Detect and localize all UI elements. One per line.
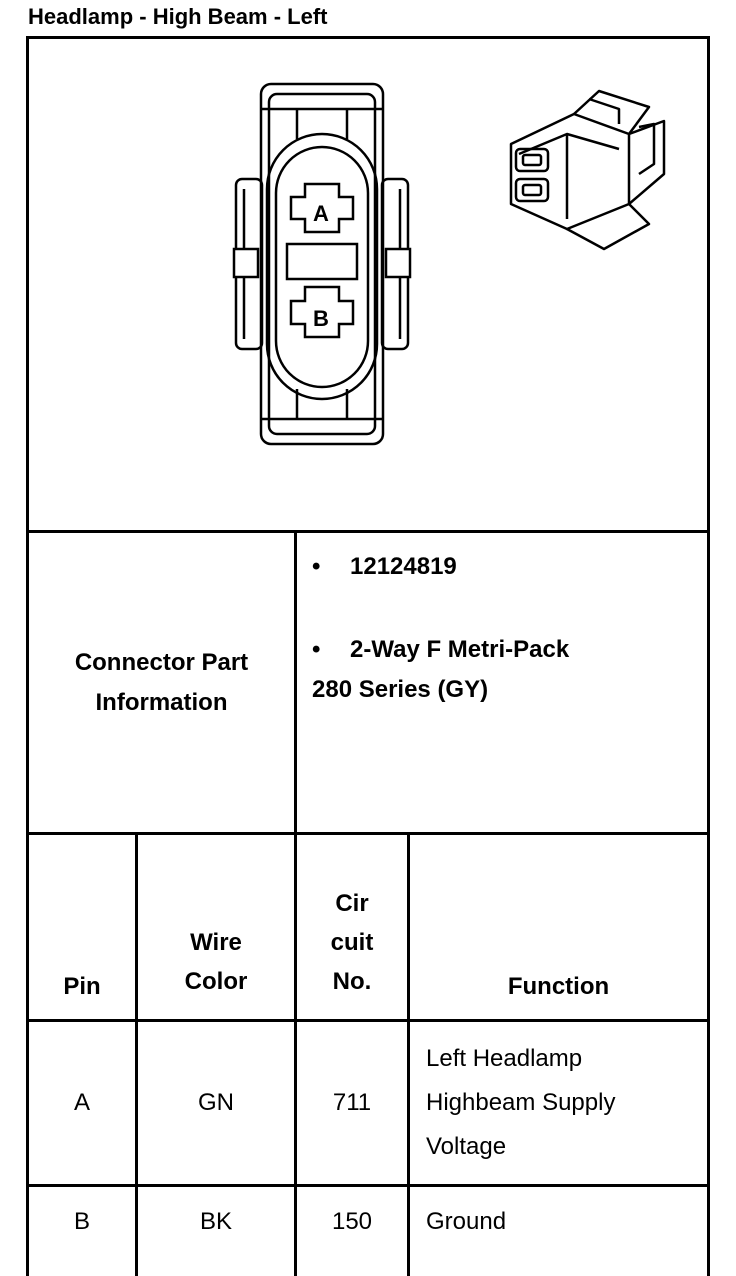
part-number-item: • 12124819	[312, 553, 457, 581]
connector-part-label-line1: Connector Part	[74, 648, 249, 676]
row-a-function-line2: Highbeam Supply	[426, 1089, 616, 1116]
table-frame	[26, 36, 710, 1276]
connector-part-label: Connector Part Information	[29, 533, 294, 832]
row-b-function: Ground	[426, 1208, 507, 1235]
connector-type: 2-Way F Metri-Pack	[350, 636, 570, 663]
connector-isometric-view	[509, 89, 666, 251]
divider	[26, 530, 710, 533]
connector-diagram: A B	[232, 82, 666, 446]
header-wire-color-line1: Wire	[190, 929, 242, 956]
pin-label-b: B	[313, 306, 329, 331]
bullet-icon: •	[312, 553, 321, 580]
header-circuit-no: Cir cuit No.	[297, 835, 407, 1019]
row-a-function: Left Headlamp Highbeam Supply Voltage	[426, 1022, 707, 1184]
row-b-circuit: 150	[331, 1208, 373, 1235]
row-a-wire-color: GN	[198, 1089, 234, 1116]
connector-part-label-line2: Information	[95, 688, 228, 716]
part-number: 12124819	[350, 553, 457, 580]
row-b-pin: B	[73, 1208, 90, 1235]
pin-label-a: A	[313, 201, 329, 226]
header-circuit-line2: cuit	[330, 929, 374, 956]
page-title: Headlamp - High Beam - Left	[28, 4, 328, 29]
row-a-function-line1: Left Headlamp	[426, 1045, 583, 1072]
row-b-wire-color: BK	[199, 1208, 232, 1235]
header-circuit-line3: No.	[332, 968, 372, 995]
divider	[26, 1184, 710, 1187]
divider	[135, 835, 138, 1276]
divider	[26, 832, 710, 835]
bullet-icon: •	[312, 636, 321, 663]
divider	[294, 533, 297, 833]
row-a-circuit: 711	[332, 1089, 372, 1116]
header-function: Function	[507, 973, 610, 1000]
row-a-pin: A	[73, 1089, 90, 1116]
row-a-function-line3: Voltage	[426, 1133, 507, 1160]
divider	[407, 835, 410, 1276]
divider	[294, 835, 297, 1276]
divider	[26, 36, 710, 39]
header-pin: Pin	[63, 973, 101, 1000]
connector-series: 280 Series (GY)	[312, 676, 489, 703]
connector-type-item: • 2-Way F Metri-Pack 280 Series (GY)	[312, 630, 569, 710]
connector-face-view	[232, 82, 412, 446]
header-wire-color-line2: Color	[184, 968, 248, 995]
header-wire-color: Wire Color	[138, 835, 294, 1019]
header-circuit-line1: Cir	[335, 890, 369, 917]
divider	[26, 1019, 710, 1022]
